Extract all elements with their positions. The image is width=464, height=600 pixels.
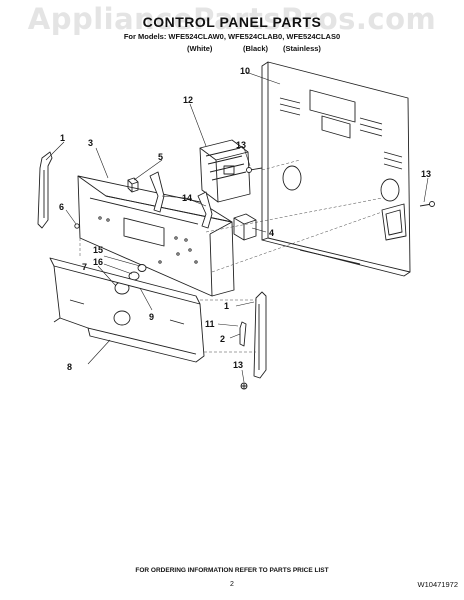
callout-1-left: 1	[60, 133, 65, 143]
callout-10: 10	[240, 66, 250, 76]
callout-3: 3	[88, 138, 93, 148]
callout-4: 4	[269, 228, 274, 238]
callout-16: 16	[93, 257, 103, 267]
callout-7: 7	[82, 262, 87, 272]
variant-stainless: (Stainless)	[283, 44, 321, 53]
switch-5	[127, 177, 139, 193]
screw-13-lower	[240, 382, 248, 390]
page-number: 2	[230, 581, 234, 588]
callout-13-upper: 13	[236, 140, 246, 150]
variant-black: (Black)	[243, 44, 269, 53]
callout-5: 5	[158, 152, 163, 162]
callout-14: 14	[182, 193, 192, 203]
callout-11: 11	[205, 319, 215, 329]
screw-6	[74, 223, 80, 229]
callout-8: 8	[67, 362, 72, 372]
callout-15: 15	[93, 245, 103, 255]
callout-2: 2	[220, 334, 225, 344]
document-number: W10471972	[417, 580, 458, 589]
models-line: For Models: WFE524CLAW0, WFE524CLAB0, WF…	[123, 32, 341, 41]
variant-labels: (White) (Black) (Stainless)	[0, 44, 464, 56]
clip-2	[239, 321, 247, 347]
side-trim-right	[253, 291, 267, 379]
variant-white: (White)	[187, 44, 213, 53]
callout-9: 9	[149, 312, 154, 322]
callout-13-lower: 13	[233, 360, 243, 370]
callout-13-right: 13	[421, 169, 431, 179]
ordering-note: FOR ORDERING INFORMATION REFER TO PARTS …	[135, 567, 329, 574]
screw-13-upper	[246, 167, 263, 173]
watermark: AppliancePartsPros.com	[27, 2, 437, 36]
rear-panel	[261, 61, 411, 277]
screw-13-right	[419, 201, 435, 207]
callout-6: 6	[59, 202, 64, 212]
electronic-control	[199, 139, 251, 203]
control-panel-console	[77, 175, 235, 297]
bracket-14-left	[149, 171, 165, 213]
lower-trim-panel	[49, 257, 205, 363]
page-title: CONTROL PANEL PARTS	[142, 14, 322, 30]
callout-12: 12	[183, 95, 193, 105]
side-trim-left	[37, 151, 53, 229]
callout-1-right: 1	[224, 301, 229, 311]
relay-block	[233, 213, 257, 241]
bracket-14-right	[197, 191, 213, 229]
